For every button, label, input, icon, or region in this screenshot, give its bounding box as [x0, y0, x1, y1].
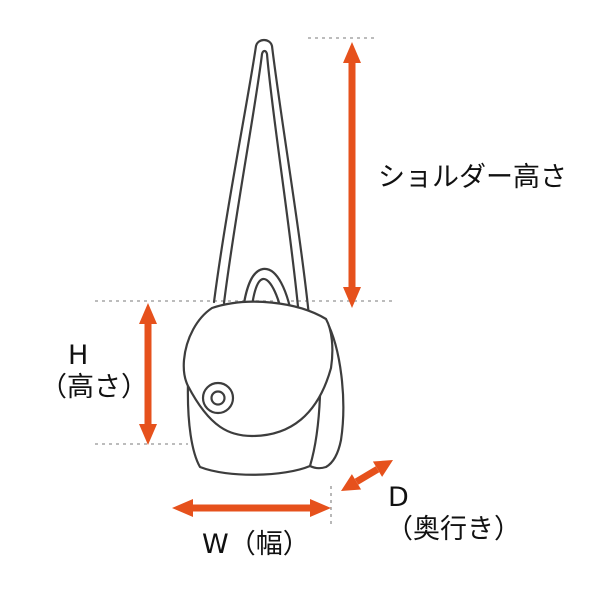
width-label: W（幅）	[202, 529, 310, 560]
height-arrow	[139, 303, 157, 445]
width-arrow	[172, 499, 331, 517]
clasp-button-icon	[201, 381, 235, 415]
bag-illustration	[182, 38, 345, 476]
bag-body	[186, 380, 322, 476]
shoulder-height-label: ショルダー高さ	[378, 162, 567, 193]
bag-side-gusset	[308, 318, 345, 470]
depth-arrow	[341, 460, 393, 491]
bag-flap	[182, 300, 334, 438]
depth-label-main: D	[388, 482, 409, 513]
shoulder-strap	[212, 38, 311, 319]
height-label-main: H	[68, 340, 88, 371]
height-label-sub: （高さ）	[40, 372, 148, 403]
depth-label-sub: （奥行き）	[386, 514, 521, 545]
shoulder-height-arrow	[343, 42, 361, 308]
